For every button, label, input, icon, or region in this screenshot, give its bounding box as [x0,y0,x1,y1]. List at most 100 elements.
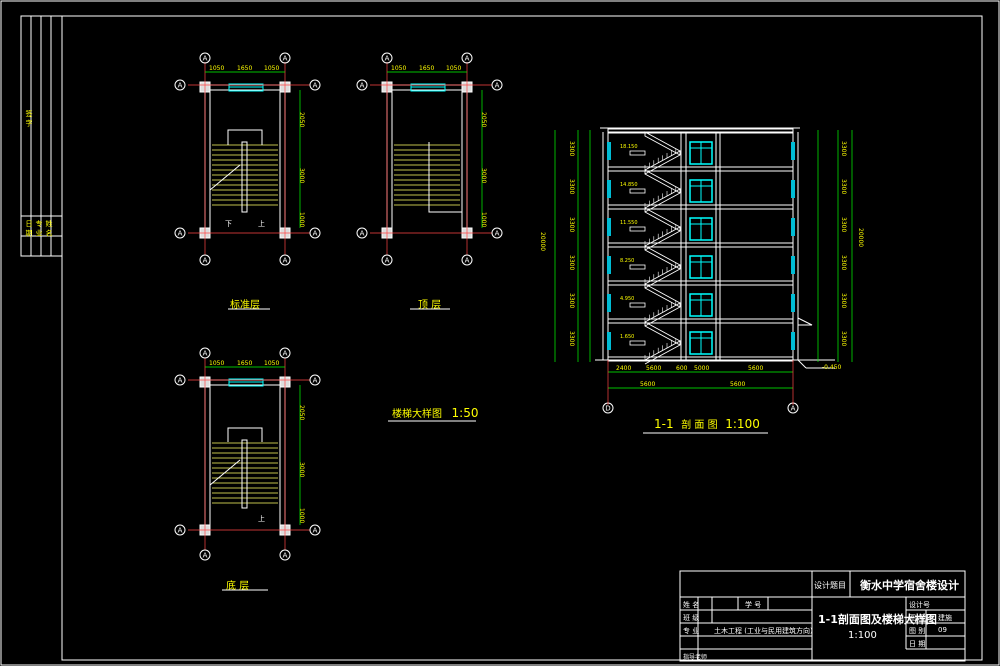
axis-bubble-label: A [465,257,470,265]
axis-bubble-label: A [203,55,208,63]
landing [629,264,646,270]
axis-bubble-label: A [203,552,208,560]
axis-bubble [491,227,503,239]
dim-label: 1050 [209,360,225,367]
tb-guide: 指导老师 [683,654,708,661]
floor-height-dim: 3300 [840,217,847,233]
axis-bubble-label: A [283,257,288,265]
section-bottom-dim: 600 [676,365,688,372]
section-bottom-total: 5600 [730,381,746,388]
stair-flight [644,150,681,175]
drawing-frame [61,15,983,661]
tb-row-mid: 学 号 [745,601,762,609]
ground-elevation: -0.450 [822,364,842,371]
axis-bubble-label: A [385,55,390,63]
axis-bubble [279,254,291,266]
dim-label: 1000 [480,212,487,228]
axis-bubble-label: A [495,230,500,238]
tb-right-value: 建施 [938,614,952,622]
dim-label: 1050 [446,65,462,72]
plan-caption: 标准层 [230,300,260,311]
section-overall-height: 20000 [539,232,546,252]
landing-elevation: 18.150 [620,144,638,150]
tb-drawing-scale: 1:100 [848,630,877,641]
section-bottom-dim: 5600 [748,365,764,372]
axis-bubble [309,374,321,386]
landing [629,340,646,346]
axis-bubble-label: A [283,55,288,63]
tb-row-label: 姓 名 [683,601,700,609]
axis-bubble-label: A [313,377,318,385]
axis-bubble-label: A [385,257,390,265]
axis-bubble-label: A [465,55,470,63]
tb-row-label: 专 业 [683,627,700,635]
landing [629,150,646,156]
title-block [679,570,966,662]
floor-height-dim: 3300 [568,255,575,271]
window-right [791,294,795,312]
stair-flight [644,321,681,346]
axis-bubble [461,52,473,64]
side-strip-label: 签 字 [25,110,33,127]
dim-label: 3000 [480,168,487,184]
dim-label: 1650 [419,65,435,72]
window-left [607,294,611,312]
stair-flight [644,188,681,213]
landing [629,188,646,194]
axis-bubble-label: A [791,405,796,413]
stair-flight [644,207,681,232]
dim-label: 1050 [209,65,225,72]
tb-right-value: 09 [938,626,947,634]
floor-slab [607,242,794,248]
window-right [791,332,795,350]
stair-flight [644,169,681,194]
dim-label: 2050 [480,112,487,128]
window-right [791,256,795,274]
axis-bubble-label: A [283,350,288,358]
axis-bubble [174,79,186,91]
axis-bubble [174,524,186,536]
tb-right-label: 日 期 [909,640,926,648]
axis-bubble [356,79,368,91]
axis-bubble-label: A [178,527,183,535]
tb-right-label: 图 号 [909,614,926,622]
dim-label: 1650 [237,360,253,367]
side-strip-label: 姓 名 [45,220,53,237]
floor-height-dim: 3300 [568,293,575,309]
floor-height-dim: 3300 [840,255,847,271]
tb-row-label: 班 级 [683,614,700,622]
axis-bubble [356,227,368,239]
stair-plan-ground [188,358,310,550]
section-bottom-dim: 2400 [616,365,632,372]
tb-project-title: 衡水中学宿舍楼设计 [860,579,959,592]
floor-height-dim: 3300 [840,293,847,309]
axis-bubble-label: A [203,350,208,358]
axis-bubble [279,549,291,561]
floor-height-dim: 3300 [840,179,847,195]
axis-bubble [199,549,211,561]
tb-drawing-title: 1-1剖面图及楼梯大样图 [818,613,937,626]
axis-bubble-label: A [203,257,208,265]
axis-bubble-label: A [178,230,183,238]
floor-slab [607,128,794,134]
window-right [791,142,795,160]
axis-bubble [381,254,393,266]
dim-label: 1650 [237,65,253,72]
tb-project-label: 设计题目 [814,581,846,590]
landing-elevation: 11.550 [620,220,638,226]
section-bottom-dim: 5000 [694,365,710,372]
axis-bubble [491,79,503,91]
axis-bubble [174,227,186,239]
window-left [607,218,611,236]
dim-label: 3000 [298,168,305,184]
stair-flight [644,283,681,308]
landing-elevation: 4.950 [620,296,635,302]
tb-right-top: 设计号 [909,601,930,609]
dim-label: 2050 [298,112,305,128]
side-strip [20,15,63,257]
axis-bubble-label: A [313,230,318,238]
plan-caption: 顶 层 [418,300,442,311]
floor-slab [607,204,794,210]
section-bottom-total: 5600 [640,381,656,388]
